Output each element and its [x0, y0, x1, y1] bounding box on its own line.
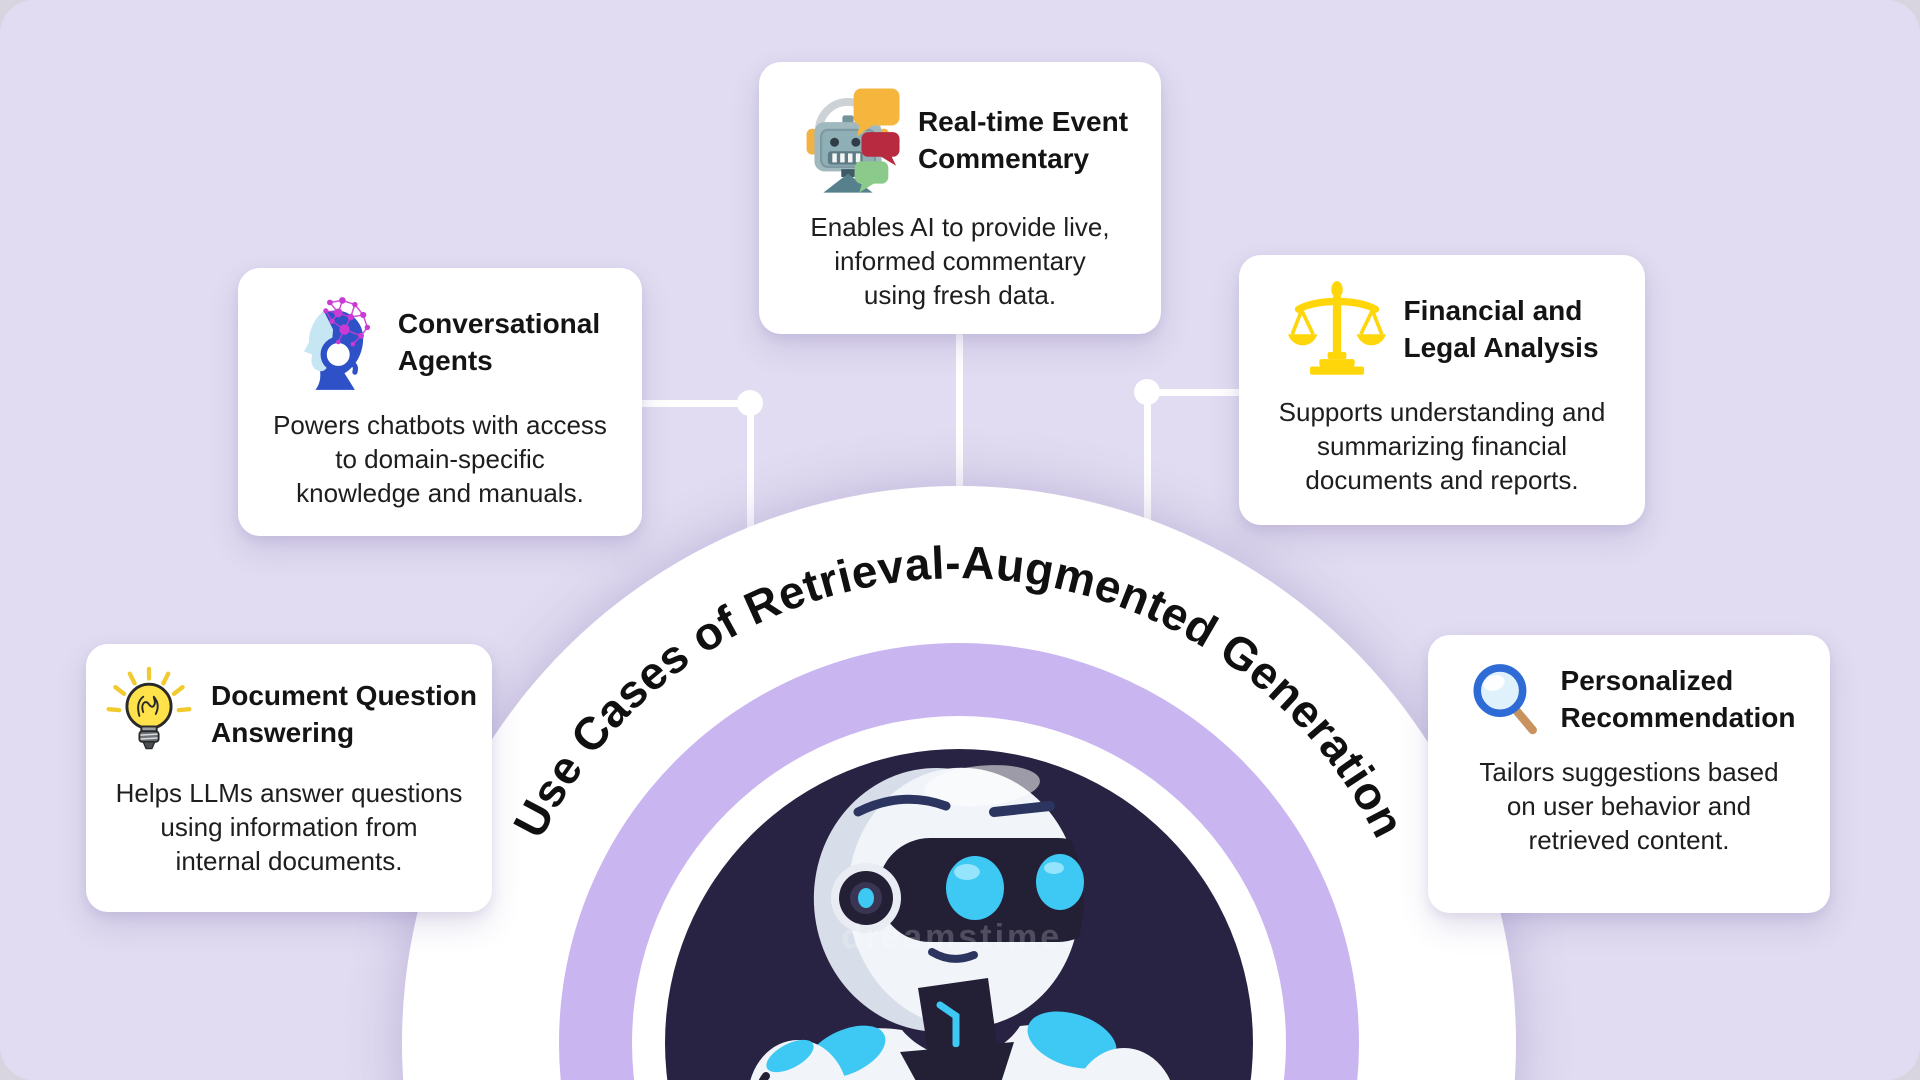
card-title-line: Personalized [1560, 665, 1734, 696]
card-body-line: using information from [160, 812, 418, 842]
connector-right-horizontal [1147, 389, 1241, 396]
card-title: Document Question Answering [211, 677, 477, 751]
card-title-line: Agents [397, 345, 493, 376]
connector-left-dot [737, 390, 763, 416]
card-title-line: Commentary [917, 143, 1090, 174]
scales-of-justice-icon [1285, 277, 1389, 381]
purple-ring [559, 643, 1359, 1080]
card-body-line: Tailors suggestions based [1479, 757, 1779, 787]
card-title-line: Conversational [397, 308, 601, 339]
central-white-circle [402, 486, 1516, 1080]
connector-left-vertical [747, 403, 754, 533]
connector-right-dot [1134, 379, 1160, 405]
card-title-line: Recommendation [1560, 702, 1796, 733]
card-body-line: documents and reports. [1305, 465, 1579, 495]
connector-right-vertical [1144, 392, 1151, 522]
card-financial-legal-analysis: Financial and Legal Analysis Supports un… [1239, 255, 1645, 525]
card-title: Financial and Legal Analysis [1403, 292, 1598, 366]
card-body-line: Powers chatbots with access [273, 410, 607, 440]
card-title-line: Legal Analysis [1403, 332, 1599, 363]
card-body: Helps LLMs answer questions using inform… [106, 776, 472, 878]
magnifier-icon [1463, 657, 1547, 741]
lightbulb-icon [101, 666, 197, 762]
card-title-line: Answering [211, 717, 355, 748]
connector-left-horizontal [640, 400, 750, 407]
card-body: Enables AI to provide live, informed com… [779, 210, 1141, 312]
card-body-line: internal documents. [175, 846, 403, 876]
card-title: Conversational Agents [398, 305, 600, 379]
card-title-line: Financial and [1403, 295, 1583, 326]
card-body-line: to domain-specific [335, 444, 545, 474]
inner-white-ring [632, 716, 1286, 1080]
card-title-line: Real-time Event [917, 106, 1129, 137]
card-title: Real-time Event Commentary [918, 103, 1128, 177]
card-body-line: knowledge and manuals. [296, 478, 584, 508]
card-title: Personalized Recommendation [1561, 662, 1796, 736]
card-body: Supports understanding and summarizing f… [1259, 395, 1625, 497]
card-body-line: informed commentary [834, 246, 1086, 276]
card-body-line: Supports understanding and [1278, 397, 1606, 427]
robot-chat-icon [792, 84, 904, 196]
card-body-line: Enables AI to provide live, [810, 212, 1110, 242]
card-body-line: summarizing financial [1317, 431, 1567, 461]
card-body: Tailors suggestions based on user behavi… [1448, 755, 1810, 857]
card-personalized-recommendation: Personalized Recommendation Tailors sugg… [1428, 635, 1830, 913]
card-body-line: retrieved content. [1528, 825, 1730, 855]
card-document-question-answering: Document Question Answering Helps LLMs a… [86, 644, 492, 912]
ai-head-brain-icon [280, 290, 384, 394]
connector-top-vertical [956, 330, 963, 492]
card-title-line: Document Question [211, 680, 478, 711]
card-body-line: on user behavior and [1506, 791, 1752, 821]
card-conversational-agents: Conversational Agents Powers chatbots wi… [238, 268, 642, 536]
card-body-line: using fresh data. [863, 280, 1057, 310]
card-body-line: Helps LLMs answer questions [115, 778, 463, 808]
card-realtime-event-commentary: Real-time Event Commentary Enables AI to… [759, 62, 1161, 334]
card-body: Powers chatbots with access to domain-sp… [258, 408, 622, 510]
